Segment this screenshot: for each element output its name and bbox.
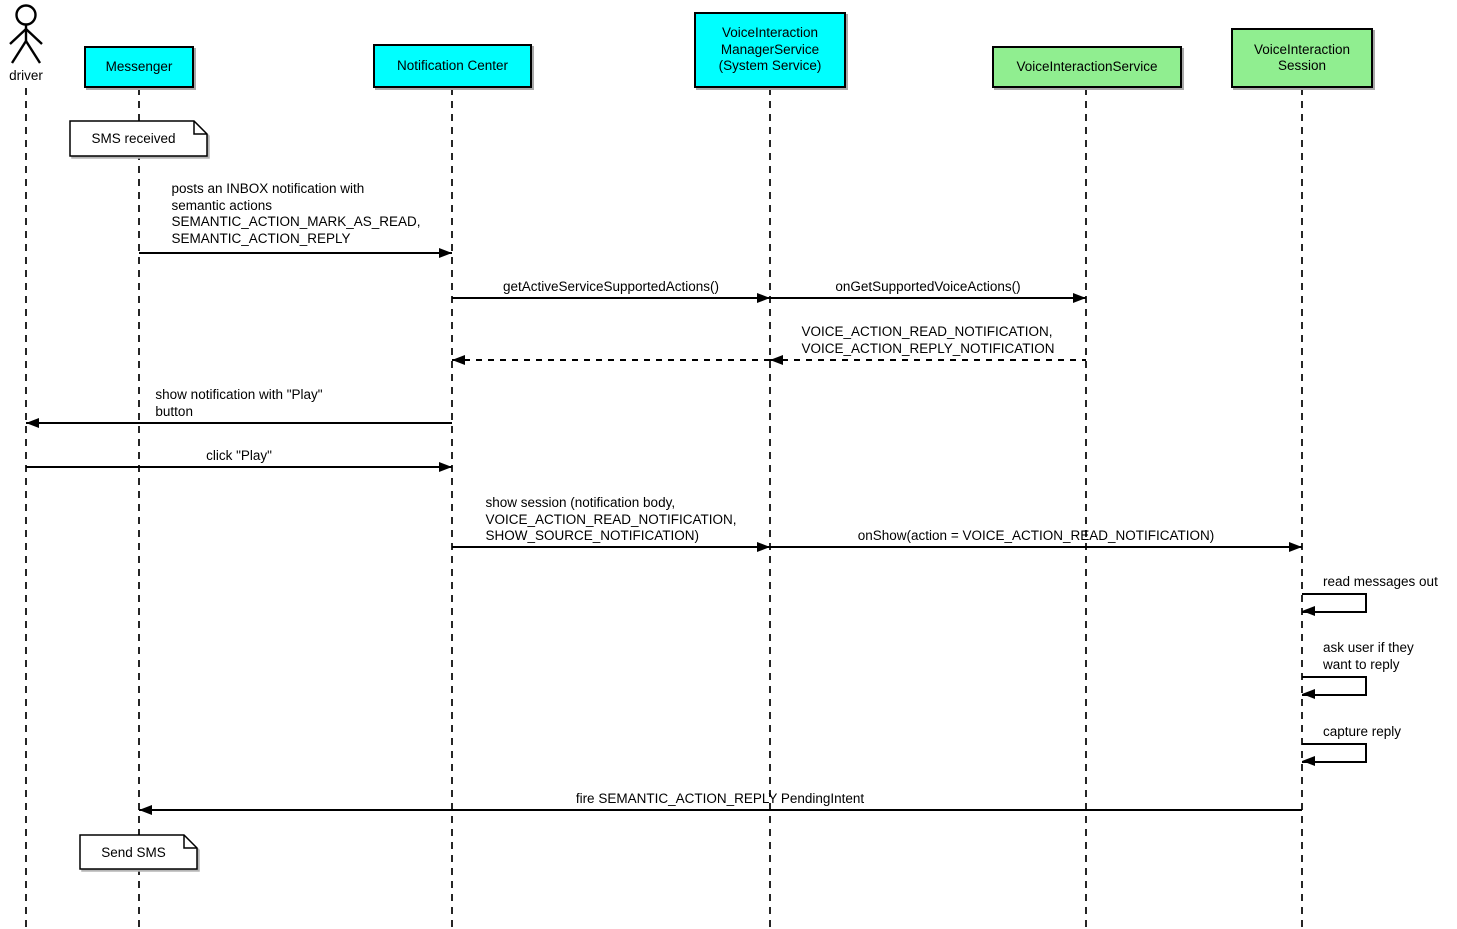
message-supported-actions-return-arrowhead-icon — [770, 355, 783, 365]
note-shape-icon — [69, 120, 208, 157]
message-fire-reply-intent-arrowhead-icon — [139, 805, 152, 815]
lifeline-notification-center — [451, 88, 453, 929]
message-show-session-arrowhead-icon — [757, 542, 770, 552]
message-on-get-supported-voice-actions-label: onGetSupportedVoiceActions() — [835, 279, 1021, 294]
message-click-play-line — [26, 466, 452, 468]
message-capture-reply-label: capture reply — [1323, 724, 1402, 739]
message-show-session-label: show session (notification body, VOICE_A… — [485, 495, 737, 543]
message-get-active-service-supported-actions-label: getActiveServiceSupportedActions() — [502, 279, 720, 294]
note-shape-icon — [79, 834, 198, 870]
message-post-inbox-label: posts an INBOX notification with semanti… — [171, 181, 421, 246]
message-show-notification-line — [26, 422, 452, 424]
message-get-active-service-supported-actions-arrowhead-icon — [757, 293, 770, 303]
message-on-get-supported-voice-actions-line — [770, 297, 1086, 299]
message-on-get-supported-voice-actions-arrowhead-icon — [1073, 293, 1086, 303]
lifeline-driver — [25, 88, 27, 929]
participant-notification-center: Notification Center — [373, 44, 532, 88]
participant-voice-interaction-manager-service-label: VoiceInteraction ManagerService (System … — [718, 25, 822, 74]
lifeline-messenger — [138, 88, 140, 929]
message-fire-reply-intent-line — [139, 809, 1302, 811]
participant-notification-center-label: Notification Center — [396, 57, 509, 73]
message-post-inbox-line — [139, 252, 452, 254]
message-show-notification-label: show notification with "Play" button — [155, 387, 323, 419]
participant-voice-interaction-session: VoiceInteraction Session — [1231, 28, 1373, 88]
message-read-messages-out-arrowhead-icon — [1302, 606, 1315, 616]
message-get-active-service-supported-actions-line — [452, 297, 770, 299]
message-post-inbox-arrowhead-icon — [439, 248, 452, 258]
message-on-show-line — [770, 546, 1302, 548]
message-read-messages-out-selfloop — [1302, 593, 1367, 613]
note-send-sms: Send SMS — [79, 834, 198, 870]
message-ask-user-reply-selfloop — [1302, 676, 1367, 696]
message-show-session-line — [452, 546, 770, 548]
message-on-show-arrowhead-icon — [1289, 542, 1302, 552]
actor-icon — [9, 4, 43, 64]
message-ask-user-reply-label: ask user if they want to reply — [1323, 640, 1414, 672]
message-supported-actions-forward-return-arrowhead-icon — [452, 355, 465, 365]
message-click-play-label: click "Play" — [206, 448, 272, 463]
lifeline-voice-interaction-session — [1301, 88, 1303, 929]
message-click-play-arrowhead-icon — [439, 462, 452, 472]
message-supported-actions-return-label: VOICE_ACTION_READ_NOTIFICATION, VOICE_AC… — [801, 324, 1055, 356]
message-capture-reply-selfloop — [1302, 743, 1367, 763]
participant-messenger-label: Messenger — [105, 58, 173, 74]
participant-voice-interaction-session-label: VoiceInteraction Session — [1253, 41, 1351, 74]
message-on-show-label: onShow(action = VOICE_ACTION_READ_NOTIFI… — [857, 528, 1215, 543]
participant-voice-interaction-service-label: VoiceInteractionService — [1016, 58, 1158, 74]
lifeline-voice-interaction-service — [1085, 88, 1087, 929]
note-sms-received: SMS received — [69, 120, 208, 157]
note-sms-received-text: SMS received — [91, 131, 176, 146]
message-supported-actions-return-line — [770, 359, 1086, 361]
message-show-notification-arrowhead-icon — [26, 418, 39, 428]
participant-driver-label: driver — [9, 68, 43, 83]
message-fire-reply-intent-label: fire SEMANTIC_ACTION_REPLY PendingIntent — [575, 791, 865, 806]
note-send-sms-text: Send SMS — [101, 844, 166, 860]
participant-voice-interaction-service: VoiceInteractionService — [992, 46, 1182, 88]
message-read-messages-out-label: read messages out — [1323, 574, 1438, 589]
lifeline-voice-interaction-manager-service — [769, 88, 771, 929]
participant-messenger: Messenger — [84, 46, 194, 88]
message-supported-actions-forward-return-line — [452, 359, 770, 361]
message-capture-reply-arrowhead-icon — [1302, 756, 1315, 766]
message-ask-user-reply-arrowhead-icon — [1302, 689, 1315, 699]
participant-voice-interaction-manager-service: VoiceInteraction ManagerService (System … — [694, 12, 846, 88]
